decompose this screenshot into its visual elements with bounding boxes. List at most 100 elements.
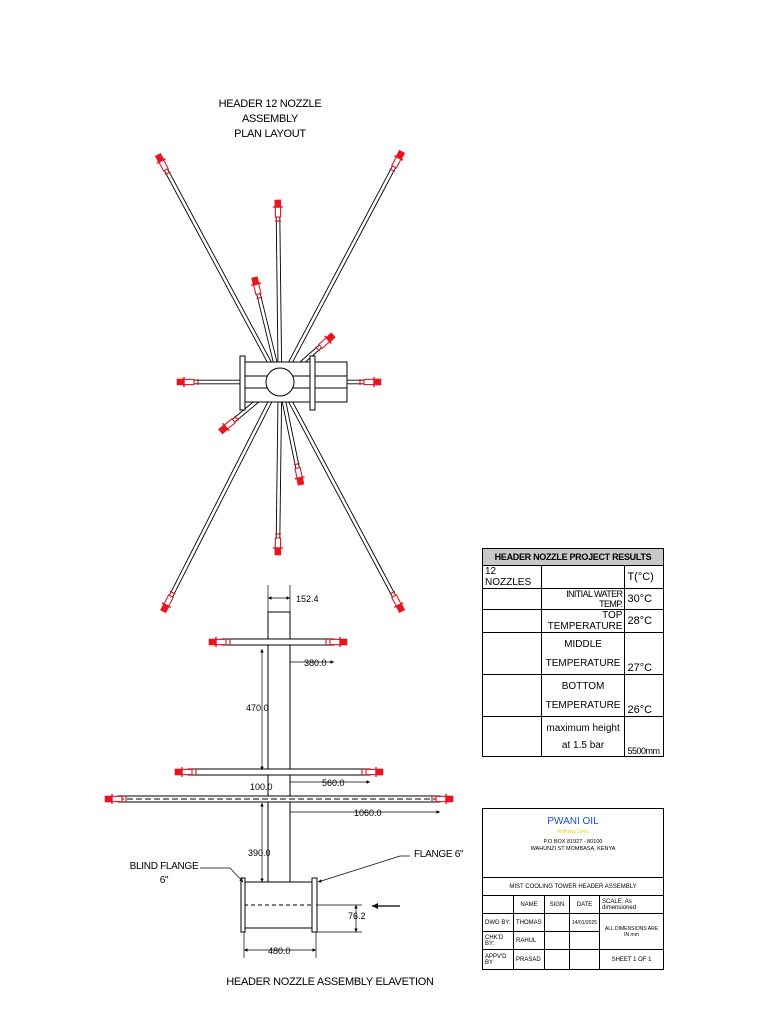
results-cell: T(°C) xyxy=(624,565,664,589)
nozzle-tip-icon xyxy=(325,637,348,647)
nozzle-tip-icon xyxy=(272,199,283,222)
results-header: HEADER NOZZLE PROJECT RESULTS xyxy=(482,548,664,566)
results-cell: 28°C xyxy=(624,609,664,633)
elev-riser xyxy=(267,611,291,883)
results-cell xyxy=(482,609,542,633)
nozzle-tip-icon xyxy=(218,415,239,435)
dim-header-dia: 76.2 xyxy=(348,911,366,921)
blind-flange-label: BLIND FLANGE 6" xyxy=(128,860,200,888)
project-name: MIST COOLING TOWER HEADER ASSEMBLY xyxy=(482,877,664,896)
dim-header-length: 480.0 xyxy=(268,946,291,956)
dim-mid-spacing: 100.0 xyxy=(250,782,273,792)
plan-flange xyxy=(309,355,316,411)
plan-blind-flange xyxy=(239,355,246,411)
nozzle-tip-icon xyxy=(389,149,406,173)
nozzle-tip-icon xyxy=(431,794,454,804)
dim-pipe-width: 152.4 xyxy=(296,594,319,604)
elev-blind-flange xyxy=(240,877,246,933)
dimension-lines xyxy=(200,585,440,958)
nozzle-tip-icon xyxy=(389,590,406,614)
company-tagline: Refining Lives xyxy=(557,829,589,835)
dim-lower-spacing: 390.0 xyxy=(248,848,271,858)
dwg-date: 14/01/2025 xyxy=(568,913,601,932)
plan-arm xyxy=(278,163,397,384)
elev-mid-arm xyxy=(187,768,371,776)
plan-view xyxy=(154,149,406,614)
tb-empty xyxy=(482,895,514,914)
results-cell xyxy=(540,565,626,589)
tb-empty xyxy=(544,913,570,932)
plan-title-line2: PLAN LAYOUT xyxy=(234,128,306,140)
nozzle-tip-icon xyxy=(104,794,127,804)
results-cell: MIDDLE TEMPERATURE xyxy=(540,632,626,675)
company-block: PWANI OIL Refining Lives P.O BOX 81927 -… xyxy=(482,808,664,878)
col-sign: SIGN xyxy=(544,895,570,914)
sheet-number: SHEET 1 OF 1 xyxy=(599,949,664,970)
dim-upper-arm: 380.0 xyxy=(304,658,327,668)
chkd-by-label: CHK'D BY: xyxy=(482,931,514,950)
results-cell: 12 NOZZLES xyxy=(482,565,542,589)
results-cell xyxy=(482,716,542,757)
results-cell: 27°C xyxy=(624,632,664,675)
company-name: PWANI OIL xyxy=(547,816,599,827)
elev-nozzles xyxy=(104,637,454,804)
nozzle-tip-icon xyxy=(293,462,305,486)
elevation-title: HEADER NOZZLE ASSEMBLY ELAVETION xyxy=(226,976,434,988)
flange-label: FLANGE 6" xyxy=(414,849,464,860)
plan-riser xyxy=(265,367,295,397)
tb-empty xyxy=(544,931,570,950)
chkd-by-name: RAHUL xyxy=(513,931,545,950)
plan-arm xyxy=(275,381,283,541)
address-line: P.O BOX 81927 - 80100 xyxy=(543,839,603,845)
results-cell: 26°C xyxy=(624,674,664,717)
dims-note: ALL DIMENSIONS ARE IN mm xyxy=(599,913,664,950)
nozzle-tip-icon xyxy=(160,590,176,614)
dim-mid-arm: 560.0 xyxy=(322,778,345,788)
tb-empty xyxy=(568,949,601,970)
results-cell xyxy=(482,632,542,675)
dwg-by-name: THOMAS xyxy=(513,913,545,932)
results-cell xyxy=(482,674,542,717)
plan-header-pipe xyxy=(242,361,348,403)
dim-long-arm: 1060.0 xyxy=(354,808,382,818)
col-name: NAME xyxy=(513,895,545,914)
blind-flange-text: BLIND FLANGE xyxy=(129,861,199,872)
plan-arm xyxy=(167,380,283,600)
plan-nozzles xyxy=(154,149,406,614)
address-line: WAHUNZI ST MOMBASA, KENYA xyxy=(530,846,616,852)
plan-layout-title: HEADER 12 NOZZLE ASSEMBLY PLAN LAYOUT xyxy=(190,97,350,142)
nozzle-tip-icon xyxy=(176,377,199,387)
plan-title-line1: HEADER 12 NOZZLE ASSEMBLY xyxy=(218,98,322,125)
plan-arm xyxy=(275,214,283,383)
nozzle-tip-icon xyxy=(315,332,336,352)
appd-by-label: APPV'D BY xyxy=(482,949,514,970)
results-cell xyxy=(482,588,542,610)
plan-arm xyxy=(278,380,397,600)
appd-by-name: PRASAD xyxy=(513,949,545,970)
nozzle-tip-icon xyxy=(208,637,231,647)
results-cell: INITIAL WATER TEMP. xyxy=(540,588,626,610)
nozzle-tip-icon xyxy=(359,377,382,387)
nozzle-tip-icon xyxy=(154,152,171,176)
results-cell: 5500mm xyxy=(624,716,664,757)
results-table: HEADER NOZZLE PROJECT RESULTS 12 NOZZLES… xyxy=(482,548,664,757)
results-cell: 30°C xyxy=(624,588,664,610)
dimension-texts: 152.4 380.0 470.0 100.0 560.0 1060.0 390… xyxy=(246,594,382,956)
dwg-by-label: DWG BY: xyxy=(482,913,514,932)
results-cell: BOTTOM TEMPERATURE xyxy=(540,674,626,717)
title-block: PWANI OIL Refining Lives P.O BOX 81927 -… xyxy=(482,808,664,970)
nozzle-tip-icon xyxy=(174,767,197,777)
blind-flange-size: 6" xyxy=(159,875,169,886)
results-cell: TOP TEMPERATURE xyxy=(540,609,626,633)
elevation-view: 152.4 380.0 470.0 100.0 560.0 1060.0 390… xyxy=(104,585,454,958)
nozzle-tip-icon xyxy=(361,767,384,777)
company-address: P.O BOX 81927 - 80100 WAHUNZI ST MOMBASA… xyxy=(485,839,661,853)
plan-arm xyxy=(163,166,282,384)
nozzle-tip-icon xyxy=(251,276,263,300)
tb-empty xyxy=(544,949,570,970)
dim-upper-spacing: 470.0 xyxy=(246,703,269,713)
col-date: DATE xyxy=(568,895,601,914)
nozzle-tip-icon xyxy=(272,533,283,556)
results-cell: maximum height at 1.5 bar xyxy=(540,716,626,757)
